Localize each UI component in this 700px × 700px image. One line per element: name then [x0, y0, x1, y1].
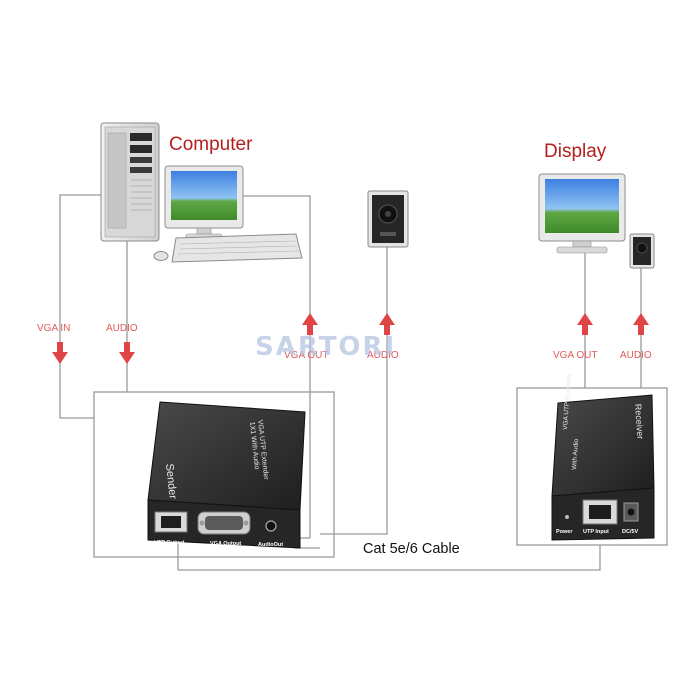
cable-label: Cat 5e/6 Cable [363, 541, 460, 557]
vga-in-line [59, 194, 103, 419]
sender-frame [93, 391, 335, 558]
keyboard [171, 233, 303, 263]
audio-mid-label: AUDIO [367, 350, 399, 361]
cat-cable-line [177, 540, 601, 571]
vga-in-arrow [52, 342, 68, 364]
receiver-title-line2: With Audio [571, 438, 580, 470]
receiver-name: Receiver [633, 403, 645, 439]
receiver-power-label: Power [556, 529, 573, 535]
sender-title-line2: 1X1 With Audio [248, 421, 260, 469]
audio-in-arrow [119, 342, 135, 364]
speaker-right [629, 233, 655, 269]
receiver-dc-label: DC/5V [622, 529, 639, 535]
computer-tower [100, 122, 160, 242]
computer-monitor [164, 165, 244, 239]
vga-in-label: VGA IN [37, 323, 70, 334]
audio-speaker-line [320, 247, 388, 535]
watermark: SARTORI [255, 332, 396, 362]
display-monitor [538, 173, 626, 254]
audio-in-label: AUDIO [106, 323, 138, 334]
signal-arrows [52, 313, 649, 364]
receiver-frame [516, 387, 668, 546]
vga-out-label-right: VGA OUT [553, 350, 597, 361]
vga-out-label-left: VGA OUT [284, 350, 328, 361]
sender-audio-label: AudioOut [258, 542, 283, 548]
audio-right-label: AUDIO [620, 350, 652, 361]
receiver-utp-label: UTP Input [583, 529, 609, 535]
receiver-title-line1: VGA UTP Extender [562, 373, 573, 430]
audio-mid-arrow [379, 313, 395, 335]
speaker-middle [367, 190, 409, 248]
mouse [153, 251, 169, 261]
vga-out-arrow-left [302, 313, 318, 335]
sender-audio-port [265, 520, 277, 532]
sender-vga-label: VGA Output [210, 541, 241, 547]
display-label: Display [544, 141, 607, 162]
computer-label: Computer [169, 134, 253, 155]
sender-device: VGA UTP Extender 1X1 With Audio Sender U… [147, 401, 306, 549]
audio-right-arrow [633, 313, 649, 335]
vga-out-arrow-right [577, 313, 593, 335]
receiver-power-led [565, 515, 569, 519]
sender-utp-label: UTP Output [154, 540, 185, 546]
sender-name: Sender [163, 463, 179, 500]
receiver-device: VGA UTP Extender With Audio Receiver Pow… [551, 373, 655, 541]
